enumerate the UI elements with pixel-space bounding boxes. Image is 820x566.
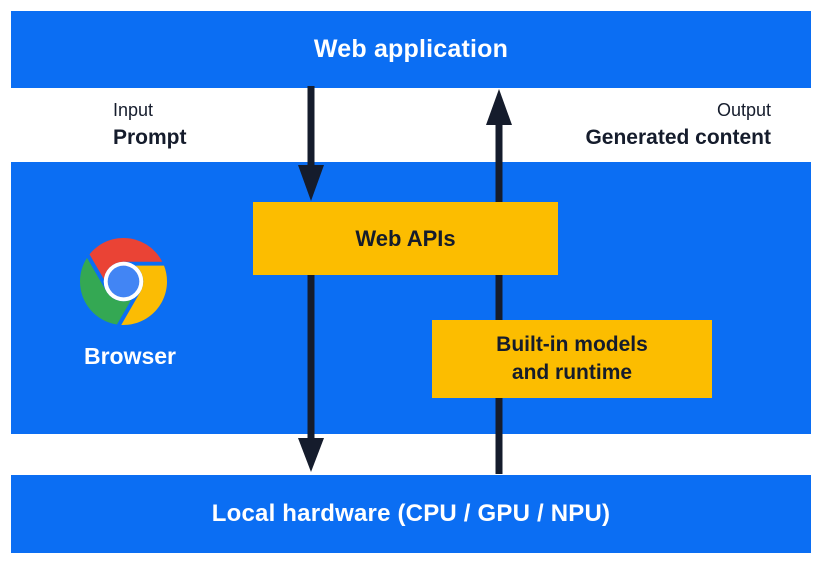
web-application-label: Web application <box>313 35 509 63</box>
builtin-models-label: Built-in models and runtime <box>496 331 648 387</box>
local-hardware-label: Local hardware (CPU / GPU / NPU) <box>211 500 611 527</box>
input-title: Input <box>113 100 154 120</box>
chrome-logo-icon <box>80 238 167 325</box>
local-hardware-bar: Local hardware (CPU / GPU / NPU) <box>11 475 811 553</box>
output-value: Generated content <box>585 125 771 149</box>
input-value: Prompt <box>113 125 187 149</box>
builtin-models-line1: Built-in models <box>496 333 648 356</box>
input-label-group: Input Prompt <box>113 100 187 150</box>
web-apis-label: Web APIs <box>355 225 456 251</box>
builtin-models-line2: and runtime <box>511 361 633 384</box>
web-application-bar: Web application <box>11 11 811 88</box>
output-title: Output <box>716 100 771 120</box>
web-apis-box: Web APIs <box>253 202 558 275</box>
output-label-group: Output Generated content <box>585 100 771 150</box>
browser-label: Browser <box>83 343 177 369</box>
builtin-models-box: Built-in models and runtime <box>432 320 712 398</box>
